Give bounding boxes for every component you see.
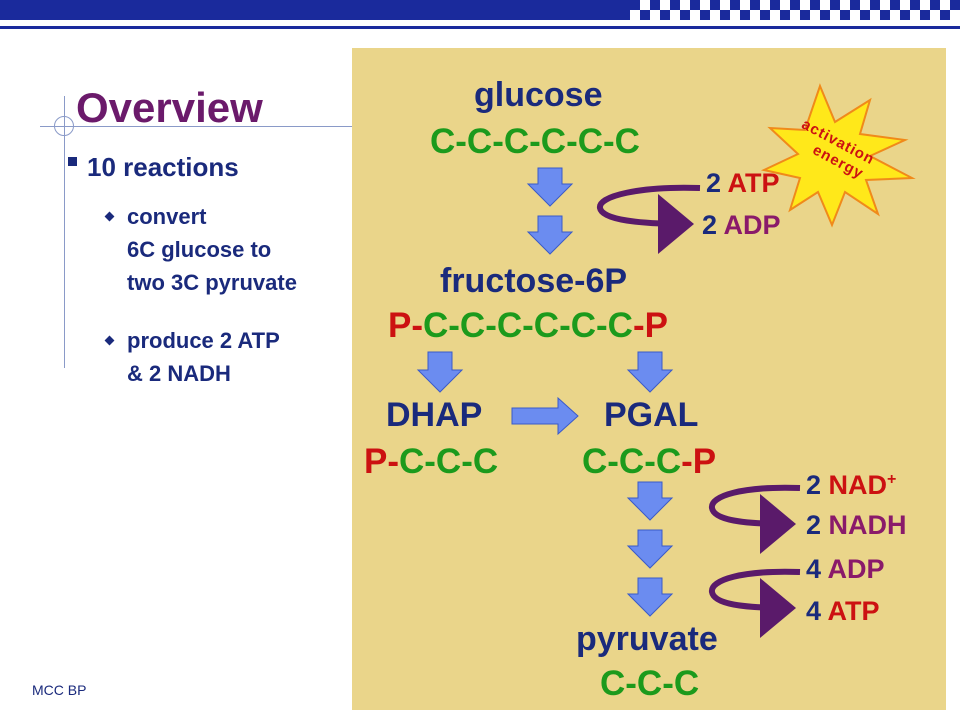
subbullet-line: convert: [127, 204, 207, 229]
adp-out-label: 2 ADP: [702, 210, 781, 241]
down-arrow-icon: [526, 215, 574, 255]
subbullet-line: 6C glucose to: [127, 237, 272, 262]
dhap-label: DHAP: [386, 396, 483, 434]
crosshair-circle-icon: [54, 116, 74, 136]
carbon-chain: C-C-C-C-C-C: [423, 306, 633, 345]
footer-label: MCC BP: [32, 682, 87, 698]
right-arrow-icon: [511, 396, 579, 436]
atp-out-count: 4: [806, 596, 822, 626]
adp-in-label: 4 ADP: [806, 554, 885, 585]
down-arrow-icon: [626, 481, 674, 521]
pyruvate-chain: C-C-C: [600, 664, 700, 703]
down-arrow-icon: [626, 529, 674, 569]
phosphate-right: -P: [681, 442, 717, 481]
curved-arrow-icon: [709, 484, 801, 554]
carbon-chain: C-C-C: [582, 442, 682, 481]
curved-arrow-icon: [709, 568, 801, 638]
subbullet-convert: convert 6C glucose to two 3C pyruvate: [104, 200, 297, 299]
down-arrow-icon: [416, 351, 464, 393]
phosphate-right: -P: [632, 306, 668, 345]
checker-pattern: [630, 0, 960, 20]
atp-in-name: ATP: [727, 168, 780, 198]
glucose-chain: C-C-C-C-C-C: [430, 122, 640, 161]
down-arrow-icon: [626, 577, 674, 617]
bullet-main: 10 reactions: [68, 152, 239, 183]
adp-out-name: ADP: [723, 210, 781, 240]
title-rule: [40, 126, 360, 127]
nad-in-name: NAD: [828, 470, 888, 500]
atp-in-count: 2: [706, 168, 722, 198]
carbon-chain: C-C-C: [399, 442, 499, 481]
adp-in-name: ADP: [827, 554, 885, 584]
pgal-label: PGAL: [604, 396, 699, 434]
down-arrow-icon: [526, 167, 574, 207]
adp-out-count: 2: [702, 210, 718, 240]
subbullet-line: two 3C pyruvate: [127, 270, 297, 295]
adp-in-count: 4: [806, 554, 822, 584]
down-arrow-icon: [626, 351, 674, 393]
dhap-chain: P-C-C-C: [364, 442, 498, 482]
pgal-chain: C-C-C-P: [582, 442, 716, 482]
slide-title: Overview: [76, 84, 263, 131]
phosphate-left: P-: [364, 442, 399, 481]
nad-in-label: 2 NAD+: [806, 470, 896, 501]
atp-in-label: 2 ATP: [706, 168, 780, 199]
activation-star-icon: [760, 83, 916, 228]
glucose-label: glucose: [474, 76, 603, 114]
phosphate-left: P-: [388, 306, 423, 345]
nadh-out-count: 2: [806, 510, 822, 540]
fructose-label: fructose-6P: [440, 262, 628, 300]
bullet-rule: [64, 96, 65, 368]
curved-arrow-icon: [597, 184, 701, 254]
nad-in-count: 2: [806, 470, 822, 500]
square-bullet-icon: [68, 156, 77, 166]
subbullet-line: & 2 NADH: [127, 361, 231, 386]
subbullet-produce: produce 2 ATP & 2 NADH: [104, 324, 280, 390]
subbullet-line: produce 2 ATP: [127, 328, 280, 353]
bullet-main-text: 10 reactions: [87, 152, 239, 182]
pyruvate-label: pyruvate: [576, 620, 718, 658]
atp-out-name: ATP: [827, 596, 880, 626]
atp-out-label: 4 ATP: [806, 596, 880, 627]
nad-in-sup: +: [887, 471, 897, 488]
nadh-out-label: 2 NADH: [806, 510, 907, 541]
header-rule: [0, 26, 960, 29]
fructose-chain: P-C-C-C-C-C-C-P: [388, 306, 668, 346]
nadh-out-name: NADH: [828, 510, 907, 540]
